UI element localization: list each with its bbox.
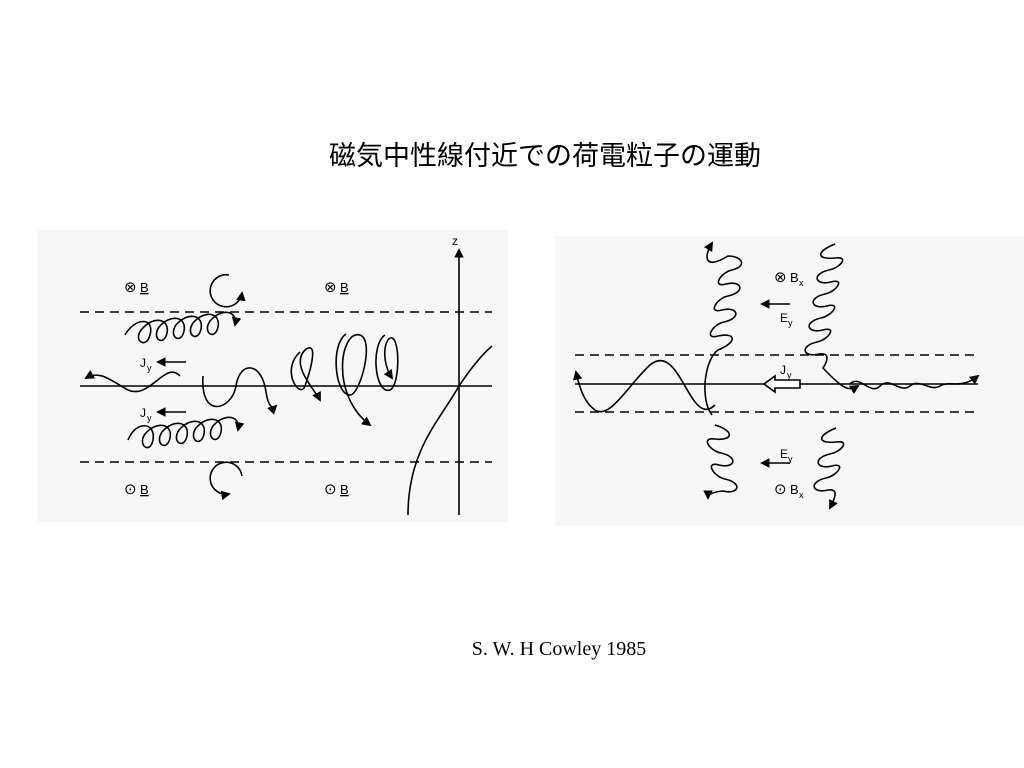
right-wave-path bbox=[849, 374, 980, 390]
ey-label-lower: E bbox=[780, 447, 788, 461]
figure-eight-path-3 bbox=[375, 334, 399, 391]
right-panel-labels: ⊗ B x E y J y E y ⊙ B x bbox=[774, 269, 804, 500]
bx-label-lower: B bbox=[790, 482, 799, 497]
lower-gyration-path bbox=[127, 416, 245, 449]
b-out-symbol-lower-left: ⊙ bbox=[124, 481, 137, 498]
b-label-lower-left: B bbox=[140, 482, 149, 497]
left-panel bbox=[80, 248, 493, 516]
ey-sub-lower: y bbox=[788, 454, 793, 464]
bx-out-symbol: ⊙ bbox=[774, 481, 787, 498]
bx-sub-lower: x bbox=[799, 490, 804, 500]
lower-rotation-circle bbox=[209, 461, 243, 501]
right-panel bbox=[572, 241, 980, 510]
ey-sub-upper: y bbox=[788, 318, 793, 328]
jy-label-right: J bbox=[780, 363, 786, 377]
bx-into-symbol: ⊗ bbox=[774, 269, 787, 286]
b-out-symbol-lower-right: ⊙ bbox=[324, 481, 337, 498]
upper-gyration-path bbox=[124, 311, 242, 344]
jy-sub-right: y bbox=[787, 370, 792, 380]
jy-sub-lower: y bbox=[147, 413, 152, 423]
b-label-lower-right: B bbox=[340, 482, 349, 497]
b-into-symbol-upper-left: ⊗ bbox=[124, 279, 137, 296]
field-profile-curve bbox=[407, 345, 493, 516]
bx-label-upper: B bbox=[790, 270, 799, 285]
left-panel-background bbox=[38, 230, 508, 522]
left-panel-labels: ⊗ B ⊗ B ⊙ B ⊙ B J y J y z bbox=[124, 234, 458, 498]
left-wave-path bbox=[572, 359, 716, 413]
lower-left-spiral bbox=[703, 424, 738, 500]
right-upper-spiral bbox=[804, 243, 860, 395]
upper-rotation-circle bbox=[209, 273, 246, 308]
slide-credit: S. W. H Cowley 1985 bbox=[471, 638, 647, 660]
jy-sub-upper: y bbox=[147, 363, 152, 373]
z-axis-label: z bbox=[452, 234, 458, 248]
figure-eight-path-2 bbox=[335, 333, 372, 427]
b-label-upper-left: B bbox=[140, 280, 149, 295]
b-label-upper-right: B bbox=[340, 280, 349, 295]
slide-title: 磁気中性線付近での荷電粒子の運動 bbox=[329, 141, 761, 172]
ey-label-upper: E bbox=[780, 311, 788, 325]
bx-sub-upper: x bbox=[799, 278, 804, 288]
figure-eight-path-1 bbox=[290, 347, 321, 402]
center-meander-path bbox=[202, 367, 278, 415]
left-vertical-spiral bbox=[703, 241, 743, 416]
right-lower-spiral bbox=[813, 427, 845, 510]
jy-hollow-arrow bbox=[762, 374, 801, 394]
jy-label-lower: J bbox=[140, 406, 146, 420]
jy-label-upper: J bbox=[140, 356, 146, 370]
left-meander-path bbox=[84, 370, 181, 393]
b-into-symbol-upper-right: ⊗ bbox=[324, 279, 337, 296]
